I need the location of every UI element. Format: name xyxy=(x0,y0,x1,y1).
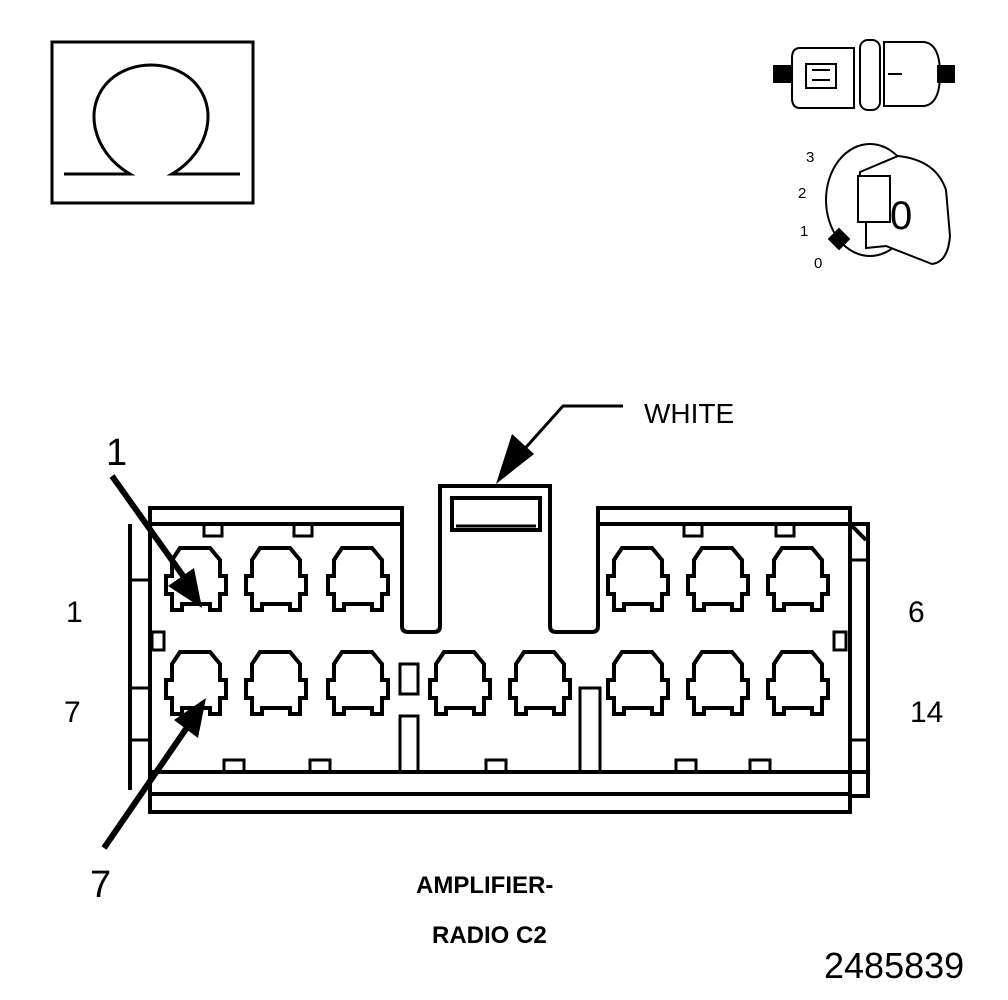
ohm-icon xyxy=(64,63,240,176)
connector-body xyxy=(128,484,870,814)
cavity xyxy=(686,546,750,612)
cavity-row-2 xyxy=(164,650,830,716)
ohm-meter-icon xyxy=(50,40,255,205)
pin-1-arrow xyxy=(109,474,202,608)
cavity xyxy=(606,650,670,716)
row2-left-pin: 7 xyxy=(64,696,81,729)
cavity xyxy=(326,650,390,716)
white-callout-arrow xyxy=(496,404,623,484)
ignition-position-2: 2 xyxy=(798,185,807,202)
ignition-key-icon xyxy=(825,143,952,266)
ignition-position-0: 0 xyxy=(814,255,823,272)
cavity xyxy=(164,650,228,716)
connector-caption-line2: RADIO C2 xyxy=(432,922,547,949)
key-position-label: 0 xyxy=(890,194,913,238)
pin-callout-7: 7 xyxy=(90,864,112,906)
figure-number: 2485839 xyxy=(824,945,965,986)
pin-callout-1: 1 xyxy=(106,432,128,474)
cavity xyxy=(766,650,830,716)
cavity xyxy=(244,546,308,612)
connector-caption-line1: AMPLIFIER- xyxy=(416,872,554,899)
row2-right-pin: 14 xyxy=(910,696,944,729)
cavity-row-1 xyxy=(164,546,830,612)
connector-color-label: WHITE xyxy=(644,398,735,429)
cavity xyxy=(244,650,308,716)
cavity xyxy=(686,650,750,716)
cavity xyxy=(326,546,390,612)
cavity xyxy=(766,546,830,612)
row1-right-pin: 6 xyxy=(908,596,925,629)
cavity xyxy=(508,650,572,716)
pin-7-arrow xyxy=(101,698,206,850)
disconnect-icon xyxy=(773,39,955,111)
ignition-position-3: 3 xyxy=(806,149,815,166)
row1-left-pin: 1 xyxy=(66,596,83,629)
cavity xyxy=(606,546,670,612)
cavity xyxy=(428,650,492,716)
ignition-position-1: 1 xyxy=(800,223,809,240)
